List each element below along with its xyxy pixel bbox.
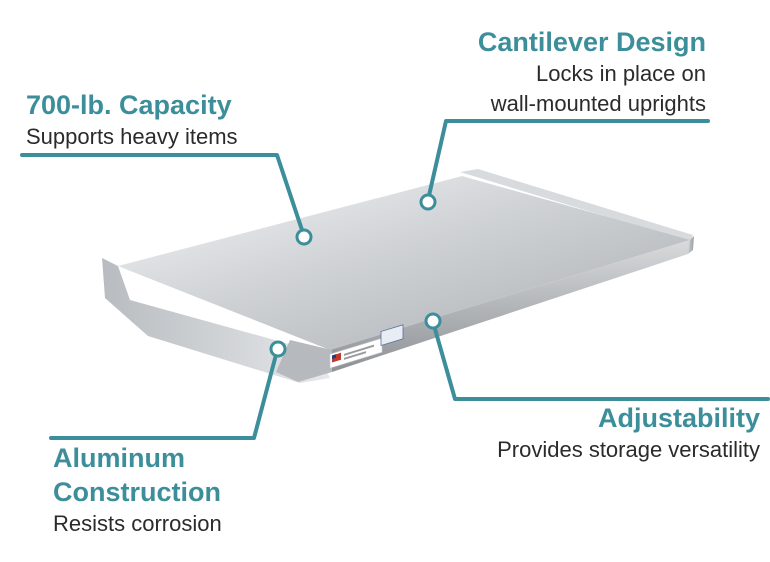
dot-adjustability xyxy=(424,312,442,330)
callout-aluminum: Aluminum Construction Resists corrosion xyxy=(53,441,222,539)
product-label xyxy=(329,324,404,369)
callout-capacity-title: 700-lb. Capacity xyxy=(26,90,232,120)
callout-cantilever: Cantilever Design Locks in place on wall… xyxy=(478,25,706,119)
callout-cantilever-line2: wall-mounted uprights xyxy=(490,91,706,116)
shelf-top-surface xyxy=(118,176,690,350)
dot-aluminum xyxy=(269,340,287,358)
shelf-bracket-tab xyxy=(276,340,332,382)
leader-adjustability xyxy=(431,320,770,401)
callout-cantilever-line1: Locks in place on xyxy=(536,61,706,86)
callout-leaders xyxy=(20,119,770,440)
shelf-front-face xyxy=(330,240,690,372)
dot-capacity xyxy=(295,228,313,246)
callout-aluminum-title-line2: Construction xyxy=(53,477,221,507)
shelf-back-lip xyxy=(460,169,693,242)
dot-cantilever xyxy=(419,193,437,211)
serial-plate xyxy=(380,324,404,347)
callout-adjustability-title: Adjustability xyxy=(597,403,760,433)
callout-capacity: 700-lb. Capacity Supports heavy items xyxy=(26,88,238,152)
leader-aluminum xyxy=(49,349,279,440)
leader-capacity xyxy=(20,153,306,238)
callout-cantilever-title: Cantilever Design xyxy=(477,27,706,57)
callout-aluminum-title-line1: Aluminum xyxy=(53,443,185,473)
callout-adjustability: Adjustability Provides storage versatili… xyxy=(497,401,760,465)
callout-capacity-description: Supports heavy items xyxy=(26,124,238,149)
leader-cantilever xyxy=(426,119,710,202)
callout-aluminum-description: Resists corrosion xyxy=(53,511,222,536)
shelf-right-end xyxy=(688,236,694,254)
callout-adjustability-description: Provides storage versatility xyxy=(497,437,760,462)
aluminum-shelf xyxy=(102,169,694,383)
callout-dots xyxy=(269,193,442,358)
